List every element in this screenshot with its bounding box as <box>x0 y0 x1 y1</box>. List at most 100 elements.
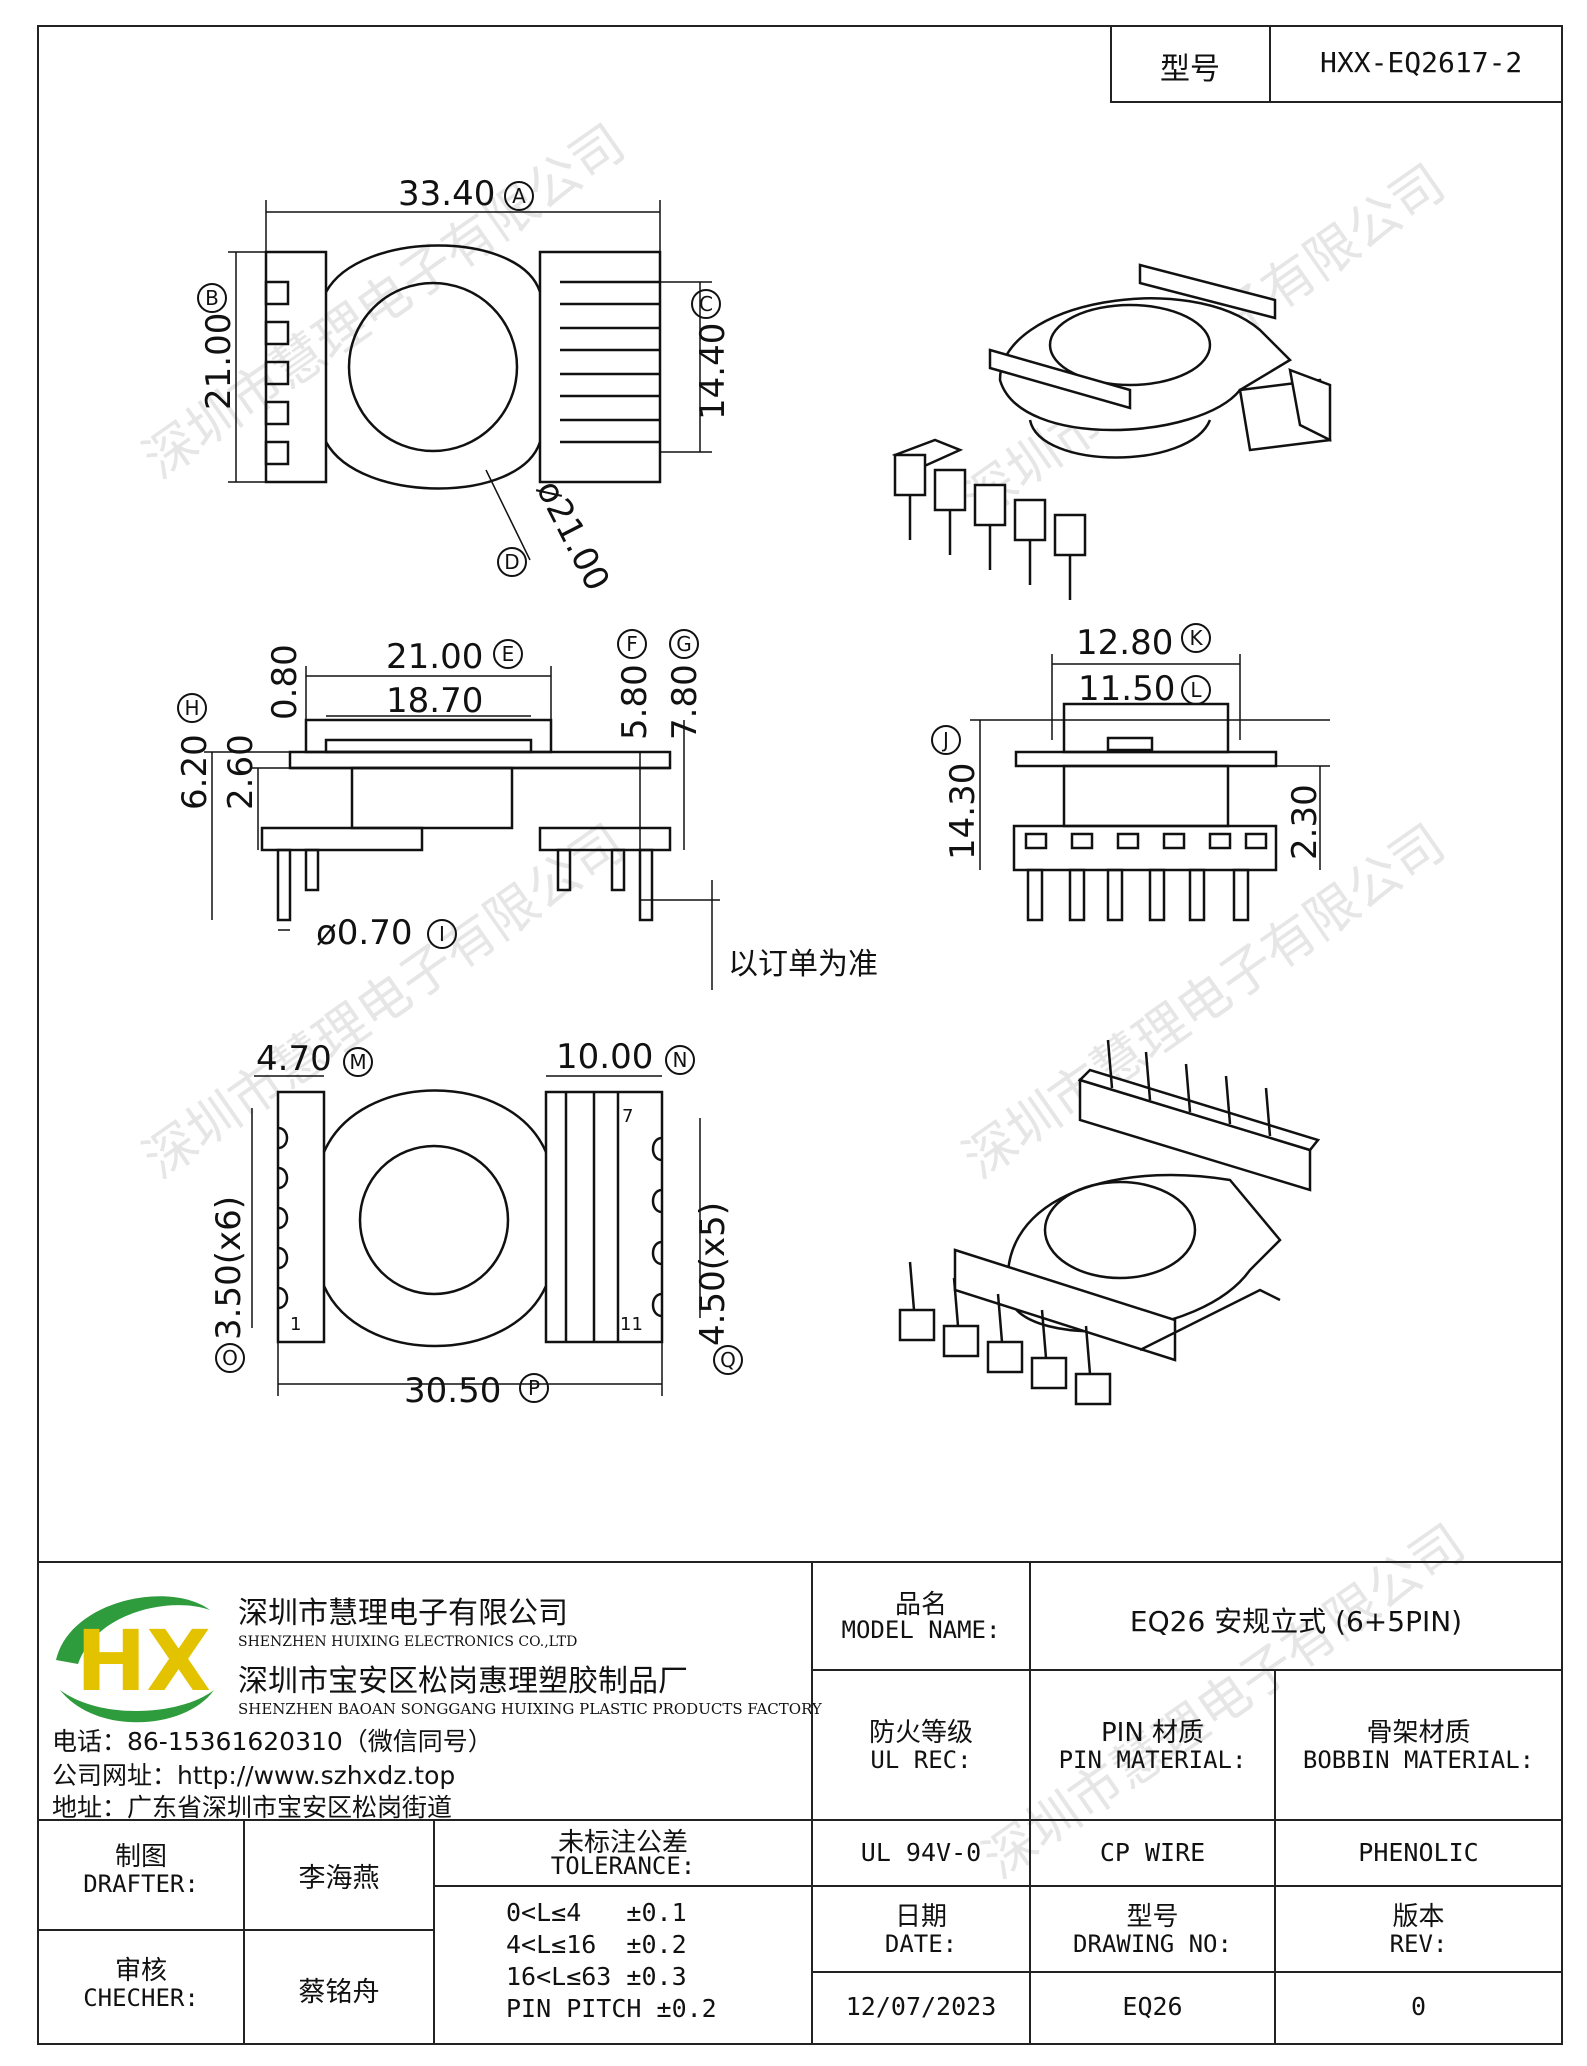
top-view-tag-letters: A B C D <box>205 184 713 574</box>
end-view-tag-letters: K L J <box>941 626 1203 752</box>
bottom-right-notches <box>651 1136 663 1318</box>
company-logo: HX <box>56 1596 214 1723</box>
rev-cn: 版本 <box>1392 1902 1445 1932</box>
rev-en: REV: <box>1389 1930 1448 1958</box>
top-model-box <box>1110 25 1563 103</box>
tag-a <box>504 181 534 211</box>
bobbin-material-cn: 骨架材质 <box>1366 1718 1471 1748</box>
tag-q-letter: Q <box>720 1348 736 1372</box>
company-name-en: SHENZHEN HUIXING ELECTRONICS CO.,LTD <box>238 1634 578 1650</box>
drawing-no-en: DRAWING NO: <box>1073 1930 1232 1958</box>
top-model-label: 型号 <box>1160 52 1220 87</box>
dim-f: 5.80 <box>615 664 655 740</box>
bottom-left-notches <box>277 1126 289 1310</box>
model-name-value: EQ26 安规立式 (6+5PIN) <box>1129 1605 1463 1638</box>
tag-h-letter: H <box>184 696 199 720</box>
watermark-5: 深圳市慧理电子有限公司 <box>973 1513 1476 1890</box>
tag-g <box>669 629 699 659</box>
pin-label-1: 1 <box>290 1314 301 1335</box>
iso-view-bottom <box>898 1039 1321 1406</box>
dim-n: 10.00 <box>556 1037 653 1077</box>
drafter-cn: 制图 <box>114 1842 167 1872</box>
side-note: 以订单为准 <box>728 947 878 982</box>
dim-j: 14.30 <box>943 763 983 860</box>
dim-l: 11.50 <box>1078 669 1175 709</box>
title-block-grid <box>38 1561 1562 2044</box>
tag-k <box>1181 623 1211 653</box>
side-view <box>204 666 720 990</box>
dim-h: 6.20 <box>175 734 215 810</box>
tag-e-letter: E <box>502 642 515 666</box>
tag-h <box>177 693 207 723</box>
dim-o: 3.50(x6) <box>209 1196 249 1340</box>
drafter-name: 李海燕 <box>298 1863 380 1894</box>
dim-g: 7.80 <box>665 664 705 740</box>
dim-p: 30.50 <box>404 1371 501 1411</box>
dim-i: ø0.70 <box>316 913 413 953</box>
dim-m: 4.70 <box>256 1039 332 1079</box>
tag-o <box>215 1343 245 1373</box>
tag-e <box>493 639 523 669</box>
tag-f-letter: F <box>626 632 638 656</box>
side-view-labels: 21.00 18.70 0.80 5.80 7.80 6.20 2.60 ø0.… <box>175 637 878 982</box>
end-view-pin-holes <box>1024 832 1268 850</box>
fire-rating-value: UL 94V-0 <box>860 1838 982 1867</box>
checker-cn: 审核 <box>114 1956 167 1986</box>
dim-a: 33.40 <box>398 174 495 214</box>
tag-c-letter: C <box>699 292 713 316</box>
side-pins <box>276 848 654 922</box>
top-view <box>228 200 712 561</box>
tag-j-letter: J <box>941 728 949 752</box>
company-name-cn: 深圳市慧理电子有限公司 <box>238 1596 568 1631</box>
pin-material-en: PIN MATERIAL: <box>1058 1746 1247 1774</box>
tag-l <box>1181 675 1211 705</box>
factory-name-cn: 深圳市宝安区松岗惠理塑胶制品厂 <box>238 1664 688 1699</box>
tag-b-letter: B <box>205 286 219 310</box>
tag-m <box>343 1047 373 1077</box>
top-model-value: HXX-EQ2617-2 <box>1320 46 1523 79</box>
tag-k-letter: K <box>1189 626 1203 650</box>
iso2-top-pins <box>1106 1039 1272 1137</box>
tag-d <box>497 547 527 577</box>
bottom-view-tags <box>215 1045 743 1403</box>
tag-l-letter: L <box>1190 678 1202 702</box>
tag-c <box>691 289 721 319</box>
fire-rating-cn: 防火等级 <box>868 1718 973 1748</box>
checker-en: CHECHER: <box>83 1984 199 2012</box>
bobbin-material-en: BOBBIN MATERIAL: <box>1302 1746 1535 1774</box>
dim-e2: 18.70 <box>386 681 483 721</box>
tag-a-letter: A <box>512 184 526 208</box>
tag-i-letter: I <box>439 922 445 946</box>
model-name-en: MODEL NAME: <box>841 1616 1001 1644</box>
tag-i <box>427 919 457 949</box>
left-pin-slots <box>264 280 290 466</box>
side-view-tags <box>177 629 699 949</box>
tolerance-en: TOLERANCE: <box>550 1852 696 1880</box>
right-pin-slots <box>560 280 660 444</box>
watermark-3: 深圳市慧理电子有限公司 <box>133 813 636 1190</box>
tag-o-letter: O <box>222 1346 238 1370</box>
tag-n-letter: N <box>673 1048 688 1072</box>
tag-p-letter: P <box>528 1376 540 1400</box>
pin-label-7: 7 <box>622 1106 633 1127</box>
pin-material-value: CP WIRE <box>1099 1838 1206 1867</box>
top-view-tags <box>197 181 721 577</box>
tag-m-letter: M <box>349 1050 366 1074</box>
tag-d-letter: D <box>504 550 519 574</box>
tag-b <box>197 283 227 313</box>
company-website: 公司网址：http://www.szhxdz.top <box>52 1761 456 1790</box>
bottom-view-tag-letters: M N O Q P <box>222 1048 736 1400</box>
dim-c: 14.40 <box>693 323 733 420</box>
tag-j <box>931 725 961 755</box>
date-value: 12/07/2023 <box>845 1992 997 2021</box>
tolerance-line-4: PIN PITCH ±0.2 <box>506 1994 717 2023</box>
sheet-border <box>37 25 1563 2045</box>
dim-080: 0.80 <box>265 644 305 720</box>
tag-g-letter: G <box>676 632 692 656</box>
dim-e: 21.00 <box>386 637 483 677</box>
tag-n <box>665 1045 695 1075</box>
end-view-tags <box>931 623 1211 755</box>
iso-view-top <box>891 263 1332 600</box>
tag-p <box>519 1373 549 1403</box>
